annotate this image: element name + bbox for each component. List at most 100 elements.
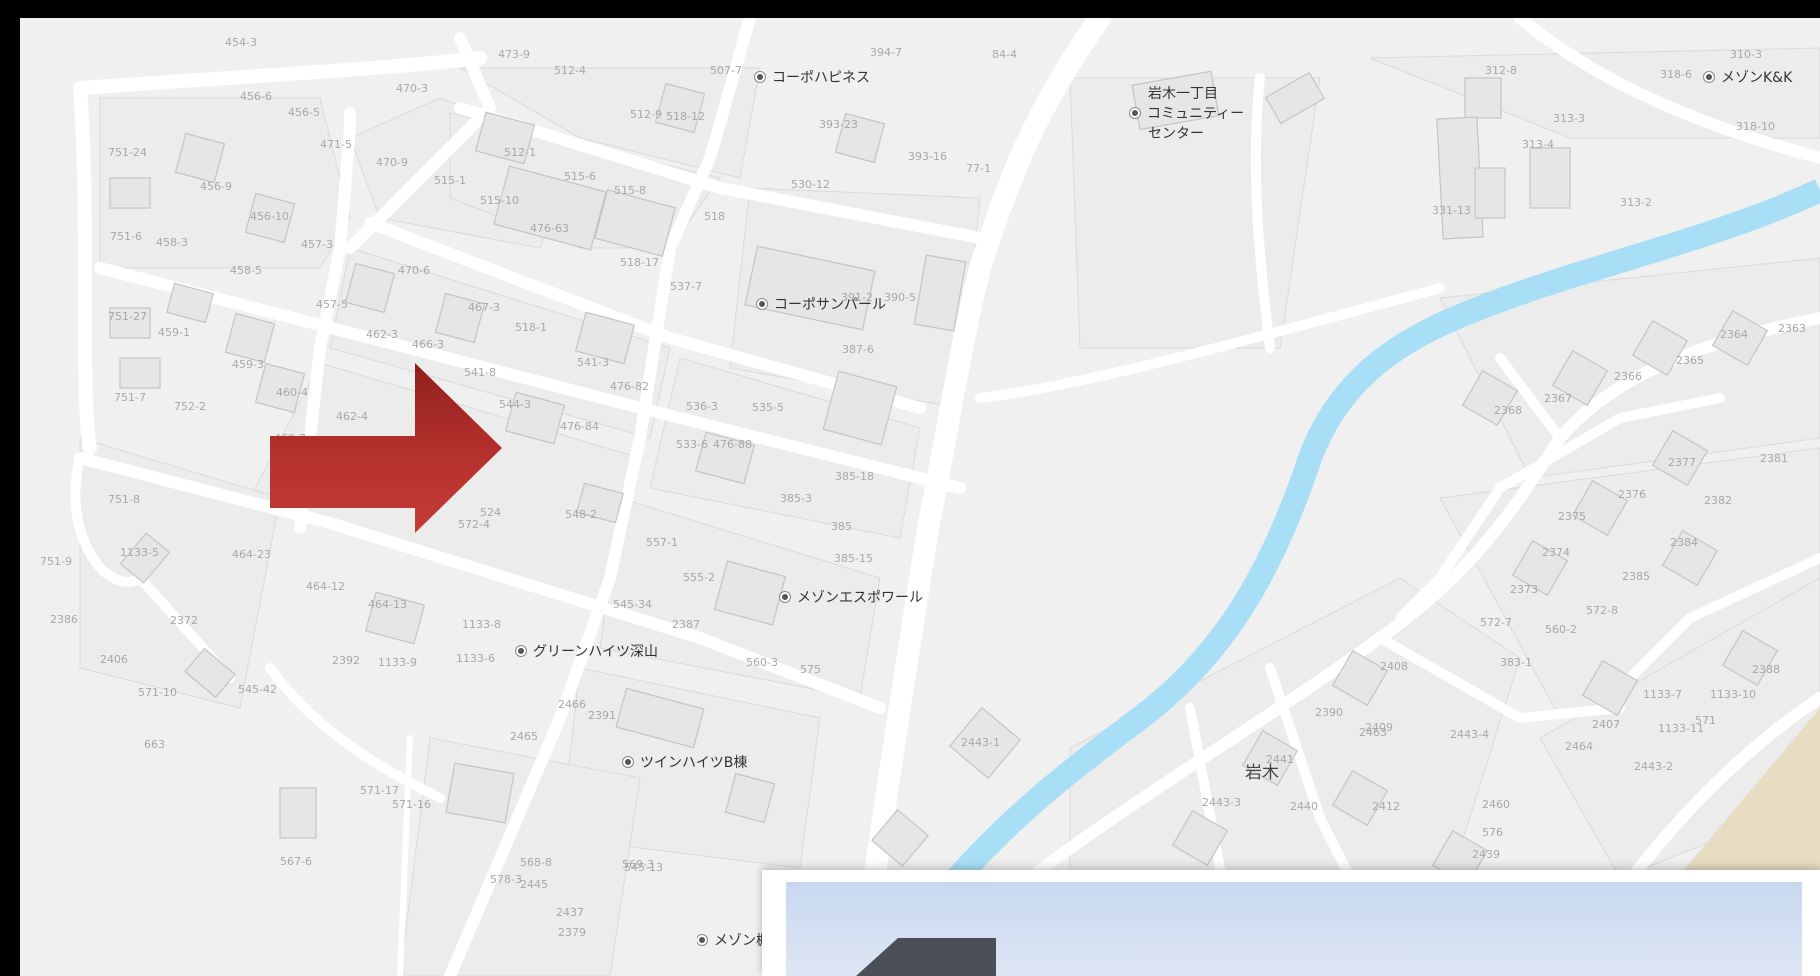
poi-maison-partial[interactable]: メゾン楓: [697, 932, 779, 950]
parcel-number: 571-17: [360, 784, 399, 797]
poi-maison-espoir[interactable]: メゾンエスポワール: [780, 589, 923, 607]
parcel-number: 518-1: [515, 321, 547, 334]
parcel-number: 394-7: [870, 46, 902, 59]
parcel-number: 515-1: [434, 174, 466, 187]
parcel-number: 2364: [1720, 328, 1748, 341]
parcel-number: 2440: [1290, 800, 1318, 813]
parcel-number: 575: [800, 663, 821, 676]
parcel-number: 464-12: [306, 580, 345, 593]
parcel-number: 2409: [1365, 721, 1393, 734]
building-roof-shape: [856, 938, 996, 976]
parcel-number: 2374: [1542, 546, 1570, 559]
parcel-number: 312-8: [1485, 64, 1517, 77]
parcel-number: 456-5: [288, 106, 320, 119]
parcel-number: 2391: [588, 709, 616, 722]
parcel-number: 456-9: [200, 180, 232, 193]
parcel-number: 752-2: [174, 400, 206, 413]
parcel-number: 2377: [1668, 456, 1696, 469]
poi-dot-icon: [516, 646, 526, 656]
parcel-number: 458-3: [156, 236, 188, 249]
poi-label-line-1: 岩木一丁目: [1148, 86, 1218, 102]
parcel-number: 518-12: [666, 110, 705, 123]
poi-dot-icon: [1704, 72, 1714, 82]
parcel-number: 512-9: [630, 108, 662, 121]
parcel-number: 2379: [558, 926, 586, 939]
parcel-number: 751-9: [40, 555, 72, 568]
poi-dot-icon: [623, 757, 633, 767]
poi-green-heights[interactable]: グリーンハイツ深山: [516, 643, 658, 661]
parcel-number: 2372: [170, 614, 198, 627]
parcel-number: 393-23: [819, 118, 858, 131]
parcel-number: 2365: [1676, 354, 1704, 367]
parcel-number: 568-8: [520, 856, 552, 869]
poi-maison-kk[interactable]: メゾンK&K: [1704, 69, 1792, 87]
parcel-number: 2363: [1778, 322, 1806, 335]
parcel-number: 391-2: [841, 291, 873, 304]
parcel-number: 313-3: [1553, 112, 1585, 125]
parcel-number: 476-82: [610, 380, 649, 393]
district-label: 岩木: [1245, 763, 1279, 783]
parcel-number: 456-10: [250, 210, 289, 223]
parcel-number: 2464: [1565, 740, 1593, 753]
parcel-number: 460-4: [276, 386, 308, 399]
parcel-number: 507-7: [710, 64, 742, 77]
parcel-number: 393-16: [908, 150, 947, 163]
parcel-number: 512-4: [554, 64, 586, 77]
parcel-number: 515-6: [564, 170, 596, 183]
poi-label: ツインハイツB棟: [640, 755, 748, 771]
parcel-number: 2445: [520, 878, 548, 891]
poi-community-center[interactable]: 岩木一丁目 コミュニティー センター: [1130, 84, 1244, 144]
red-arrow-annotation: [270, 363, 502, 533]
parcel-number: 2381: [1760, 452, 1788, 465]
parcel-number: 454-3: [225, 36, 257, 49]
building-photo-panel[interactable]: [762, 870, 1820, 976]
parcel-number: 512-1: [504, 146, 536, 159]
parcel-number: 578-3: [490, 873, 522, 886]
parcel-number: 2441: [1266, 753, 1294, 766]
poi-label: メゾン楓: [714, 933, 770, 949]
parcel-number: 313-4: [1522, 138, 1554, 151]
parcel-number: 515-8: [614, 184, 646, 197]
parcel-number: 2439: [1472, 848, 1500, 861]
parcel-number: 459-1: [158, 326, 190, 339]
parcel-number: 2367: [1544, 392, 1572, 405]
poi-corpo-sunpearl[interactable]: コーポサンパール: [757, 296, 886, 314]
parcel-number: 476-84: [560, 420, 599, 433]
parcel-number: 557-1: [646, 536, 678, 549]
parcel-number: 464-23: [232, 548, 271, 561]
poi-twin-heights[interactable]: ツインハイツB棟: [623, 754, 747, 772]
parcel-number: 470-3: [396, 82, 428, 95]
parcel-number: 385-15: [834, 552, 873, 565]
parcel-number: 548-2: [565, 508, 597, 521]
parcel-number: 541-3: [577, 356, 609, 369]
poi-label: コーポサンパール: [774, 297, 886, 313]
parcel-number: 2390: [1315, 706, 1343, 719]
poi-dot-icon: [780, 592, 790, 602]
parcel-number: 751-24: [108, 146, 147, 159]
parcel-number: 545-34: [613, 598, 652, 611]
parcel-number: 464-13: [368, 598, 407, 611]
parcel-number: 545-42: [238, 683, 277, 696]
parcel-number: 571-10: [138, 686, 177, 699]
parcel-number: 2382: [1704, 494, 1732, 507]
poi-corpo-happiness[interactable]: コーポハピネス: [755, 69, 870, 87]
parcel-number: 545-13: [624, 861, 663, 874]
parcel-number: 1133-11: [1658, 722, 1704, 735]
parcel-number: 2463: [1359, 726, 1387, 739]
parcel-number: 751-8: [108, 493, 140, 506]
parcel-number: 2412: [1372, 800, 1400, 813]
parcel-number: 458-5: [230, 264, 262, 277]
poi-dot-icon: [1130, 108, 1140, 118]
parcel-number: 572-7: [1480, 616, 1512, 629]
parcel-number: 385: [831, 520, 852, 533]
parcel-number: 318-6: [1660, 68, 1692, 81]
parcel-number: 751-6: [110, 230, 142, 243]
parcel-number: 2466: [558, 698, 586, 711]
parcel-number: 2443-3: [1202, 796, 1241, 809]
parcel-number: 544-3: [499, 398, 531, 411]
parcel-number: 2386: [50, 613, 78, 626]
poi-label: コーポハピネス: [772, 70, 870, 86]
